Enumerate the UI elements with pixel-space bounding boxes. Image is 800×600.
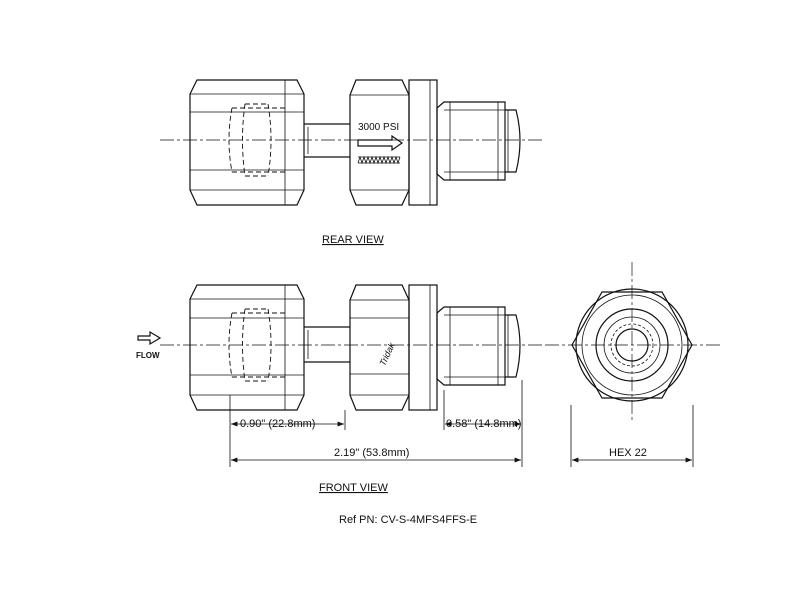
dimension-hex: HEX 22	[572, 447, 692, 463]
dim-058-label: 0.58" (14.8mm)	[446, 418, 521, 430]
dimension-090: 0.90" (22.8mm)	[231, 418, 344, 430]
rear-view-title: REAR VIEW	[322, 234, 384, 246]
knurl-band	[357, 155, 401, 165]
rear-left-nut	[189, 79, 305, 206]
front-left-nut	[189, 284, 305, 411]
dim-219-label: 2.19" (53.8mm)	[334, 447, 409, 459]
body-flow-arrow	[357, 134, 404, 152]
hex-label: HEX 22	[609, 447, 647, 459]
dim-090-label: 0.90" (22.8mm)	[240, 418, 315, 430]
front-tube	[304, 326, 350, 363]
rear-view: 3000 PSI REAR VIEW	[160, 79, 545, 246]
rear-male-end	[436, 101, 521, 181]
front-view: FLOW	[136, 284, 694, 494]
flow-label: FLOW	[136, 351, 160, 360]
pressure-marking: 3000 PSI	[358, 122, 399, 133]
end-view	[545, 262, 722, 420]
dimension-219: 2.19" (53.8mm)	[231, 447, 521, 463]
rear-tube	[304, 123, 350, 158]
front-male-end	[436, 306, 521, 386]
hex-outline	[571, 291, 693, 399]
dimension-058: 0.58" (14.8mm)	[445, 418, 521, 430]
flow-indicator: FLOW	[136, 330, 162, 360]
reference-part-number: Ref PN: CV-S-4MFS4FFS-E	[339, 514, 477, 526]
rear-valve-body: 3000 PSI	[349, 79, 438, 206]
extension-lines	[229, 380, 694, 467]
front-view-title: FRONT VIEW	[319, 482, 388, 494]
front-valve-body: Tridak	[349, 284, 438, 411]
